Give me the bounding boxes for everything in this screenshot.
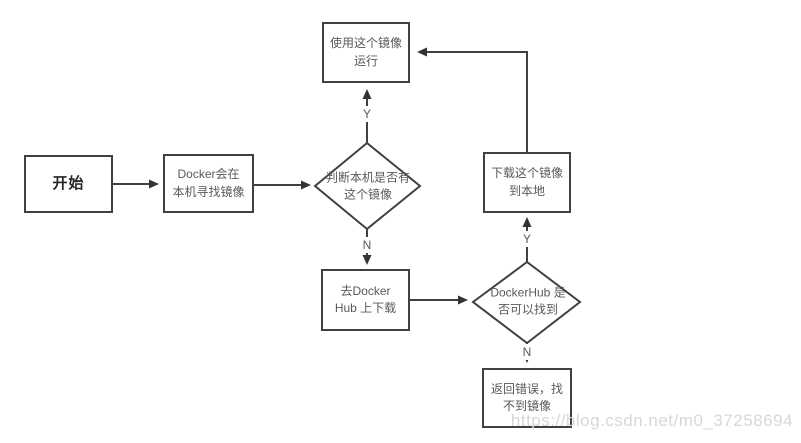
edge-label-local-yes: Y [359, 106, 375, 122]
node-download: 下载这个镜像 到本地 [483, 152, 571, 213]
node-decision-hub-label: DockerHub 是 否可以找到 [490, 285, 566, 317]
node-run-image: 使用这个镜像 运行 [322, 22, 410, 83]
node-start: 开始 [24, 155, 113, 213]
node-goto-hub: 去Docker Hub 上下载 [321, 269, 410, 331]
edge-label-local-no: N [359, 237, 375, 253]
node-decision-local-label: 判断本机是否有 这个镜像 [325, 170, 410, 202]
edge-label-hub-yes: Y [519, 231, 535, 247]
edge-label-hub-no: N [519, 344, 535, 360]
node-error: 返回错误，找 不到镜像 [482, 368, 572, 428]
decision-hub-diamond [471, 260, 582, 345]
csdn-watermark: https://blog.csdn.net/m0_37258694 [510, 411, 793, 430]
decision-local-diamond [313, 141, 422, 231]
edge-download-to-run [417, 47, 528, 152]
node-find-local: Docker会在 本机寻找镜像 [163, 154, 254, 213]
